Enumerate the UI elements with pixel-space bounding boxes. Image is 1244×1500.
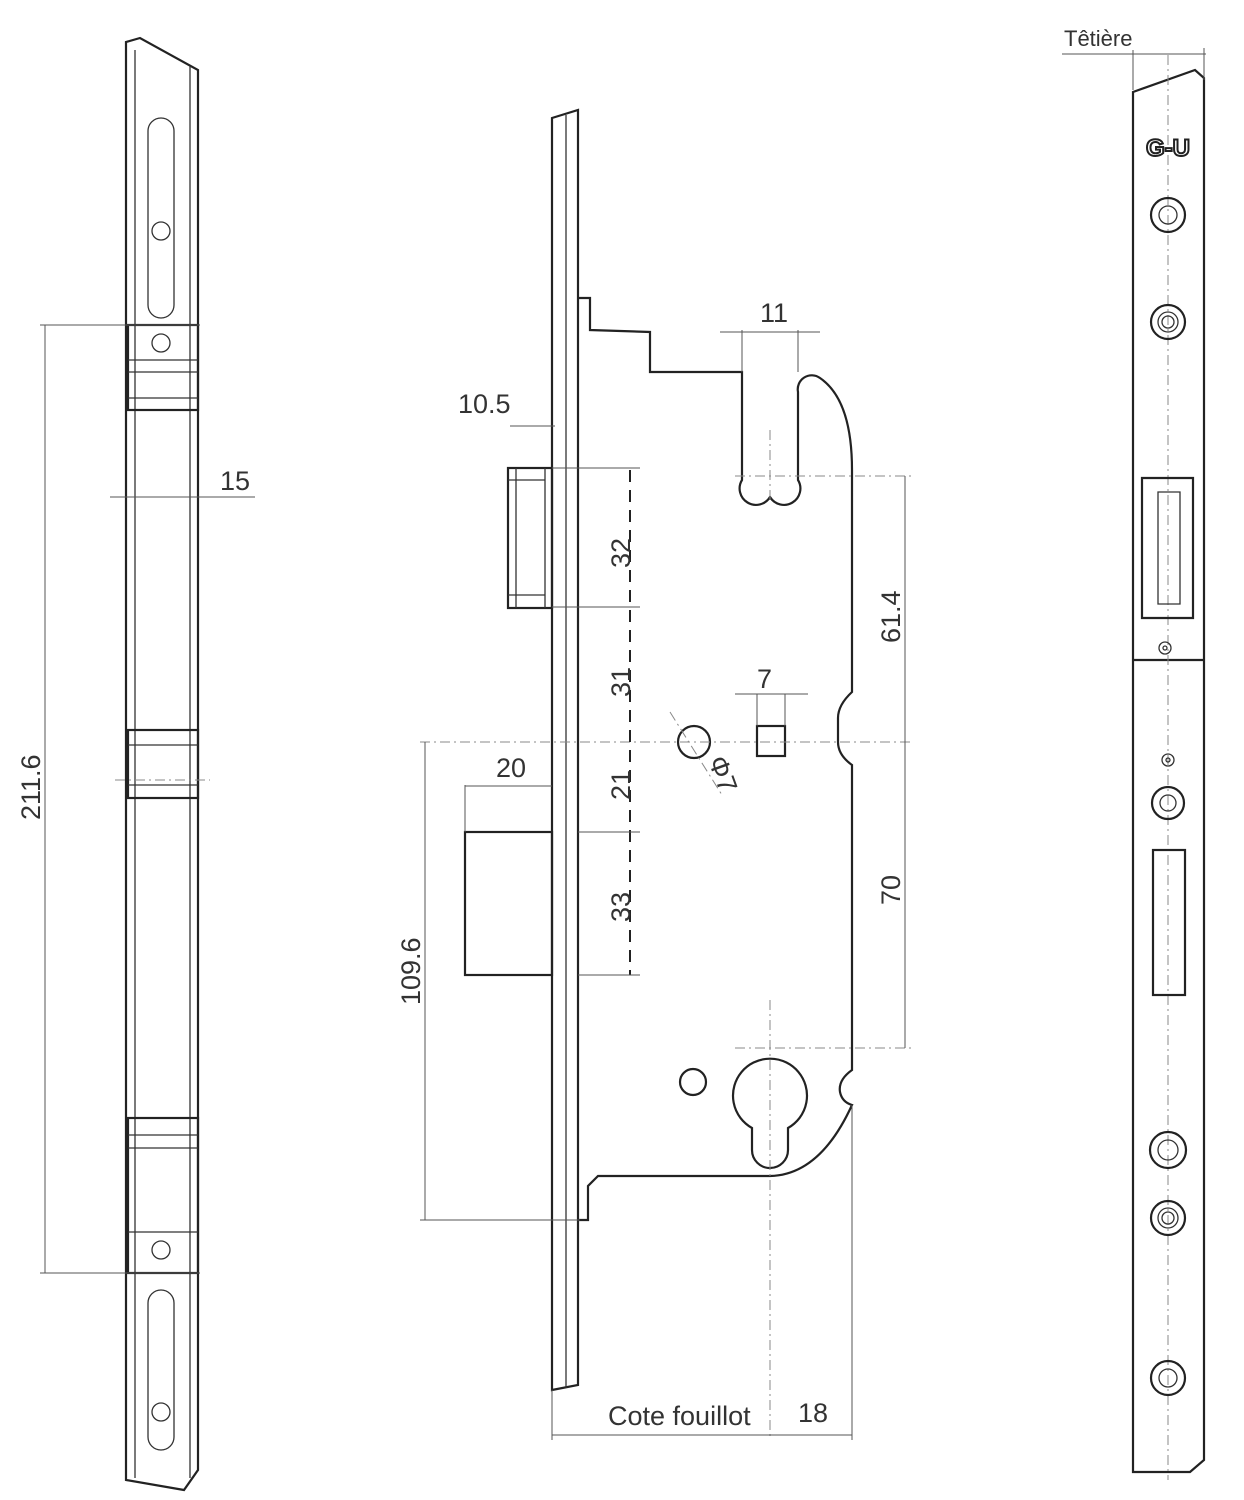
faceplate-view: G-U Têtière: [1062, 26, 1206, 1480]
lock-dimensions: 11 10.5 32 31 21 33 61.4 70 7 Φ7 20 109.…: [396, 298, 906, 1440]
side-view-bar: [115, 36, 210, 1492]
dim-21: 21: [606, 770, 636, 800]
dimension-width: 15: [110, 466, 255, 498]
dim-70: 70: [876, 875, 906, 905]
dim-31: 31: [606, 667, 636, 697]
lock-body: [420, 108, 912, 1440]
dim-15: 15: [220, 466, 250, 496]
dim-20: 20: [496, 753, 526, 783]
gu-logo: G-U: [1146, 135, 1190, 162]
dim-211-6: 211.6: [16, 754, 46, 820]
dim-cote-fouillot: Cote fouillot: [608, 1401, 751, 1431]
dim-11: 11: [760, 298, 788, 328]
dim-33: 33: [606, 892, 636, 922]
dim-10-5: 10.5: [458, 389, 511, 419]
dim-32: 32: [606, 538, 636, 568]
dim-hole-diameter: Φ7: [702, 752, 743, 797]
tetiere-label: Têtière: [1064, 26, 1132, 51]
dim-7: 7: [757, 664, 772, 694]
dim-109-6: 109.6: [396, 937, 426, 1005]
dimension-total-length: 211.6: [16, 324, 200, 1274]
dim-18: 18: [798, 1398, 828, 1428]
dim-61-4: 61.4: [876, 590, 906, 643]
